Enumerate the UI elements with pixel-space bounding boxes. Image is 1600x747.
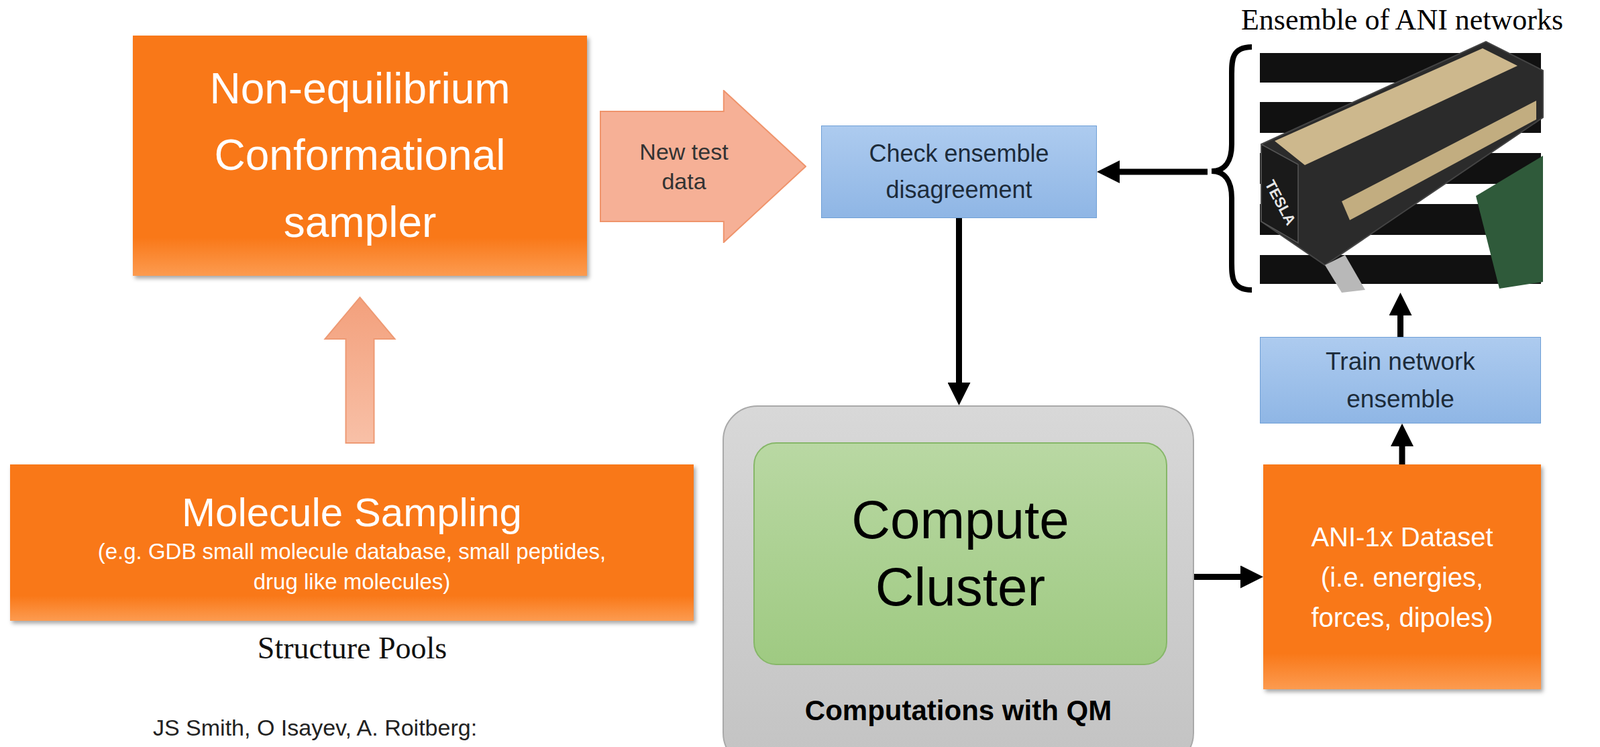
node-body: (e.g. GDB small molecule database, small… bbox=[97, 536, 608, 597]
node-title: Ensemble of ANI networks bbox=[1207, 2, 1597, 39]
node-title: Train network ensemble bbox=[1287, 342, 1514, 418]
group-label: Structure Pools bbox=[184, 629, 520, 667]
gpu-bracket bbox=[1324, 254, 1366, 293]
node-title: Non-equilibrium Conformational sampler bbox=[173, 55, 547, 256]
node-title: ANI-1x Dataset (i.e. energies, forces, d… bbox=[1290, 516, 1515, 638]
process-box: Non-equilibrium Conformational sampler bbox=[132, 35, 588, 276]
node-title: Molecule Sampling bbox=[181, 488, 522, 537]
flow-arrow bbox=[1108, 169, 1208, 176]
container-box: Computations with QM Compute Cluster bbox=[722, 405, 1195, 747]
ensemble-group: Ensemble of ANI networks bbox=[1207, 0, 1597, 293]
gpu-pcb bbox=[1475, 155, 1543, 289]
gpu-card bbox=[1261, 41, 1543, 265]
node-title: Computations with QM bbox=[723, 693, 1193, 728]
process-box: Molecule Sampling(e.g. GDB small molecul… bbox=[10, 464, 694, 621]
process-box: Compute Cluster bbox=[753, 442, 1168, 665]
block-arrow bbox=[325, 297, 396, 443]
citation: JS Smith, O Isayev, A. Roitberg: bbox=[152, 713, 690, 742]
node-title: Compute Cluster bbox=[788, 486, 1133, 621]
arrow-outline bbox=[599, 89, 807, 243]
flow-arrow bbox=[1194, 573, 1252, 580]
gpu-stack bbox=[1259, 41, 1543, 293]
flow-arrow bbox=[955, 218, 963, 394]
gpu-panel bbox=[1341, 100, 1537, 221]
data-box: ANI-1x Dataset (i.e. energies, forces, d… bbox=[1263, 464, 1541, 689]
node-title: New test data bbox=[618, 136, 750, 196]
flow-arrow bbox=[1397, 303, 1404, 337]
curly-bracket bbox=[1211, 46, 1252, 290]
node-title: Check ensemble disagreement bbox=[831, 135, 1087, 208]
arrow-shape: New test data bbox=[599, 89, 807, 243]
process-box: Train network ensemble bbox=[1259, 336, 1541, 424]
arrow-outline bbox=[600, 90, 806, 243]
flow-arrow bbox=[1399, 434, 1406, 465]
gpu-brand: TESLA bbox=[1257, 171, 1303, 234]
process-box: Check ensemble disagreement bbox=[821, 125, 1097, 219]
